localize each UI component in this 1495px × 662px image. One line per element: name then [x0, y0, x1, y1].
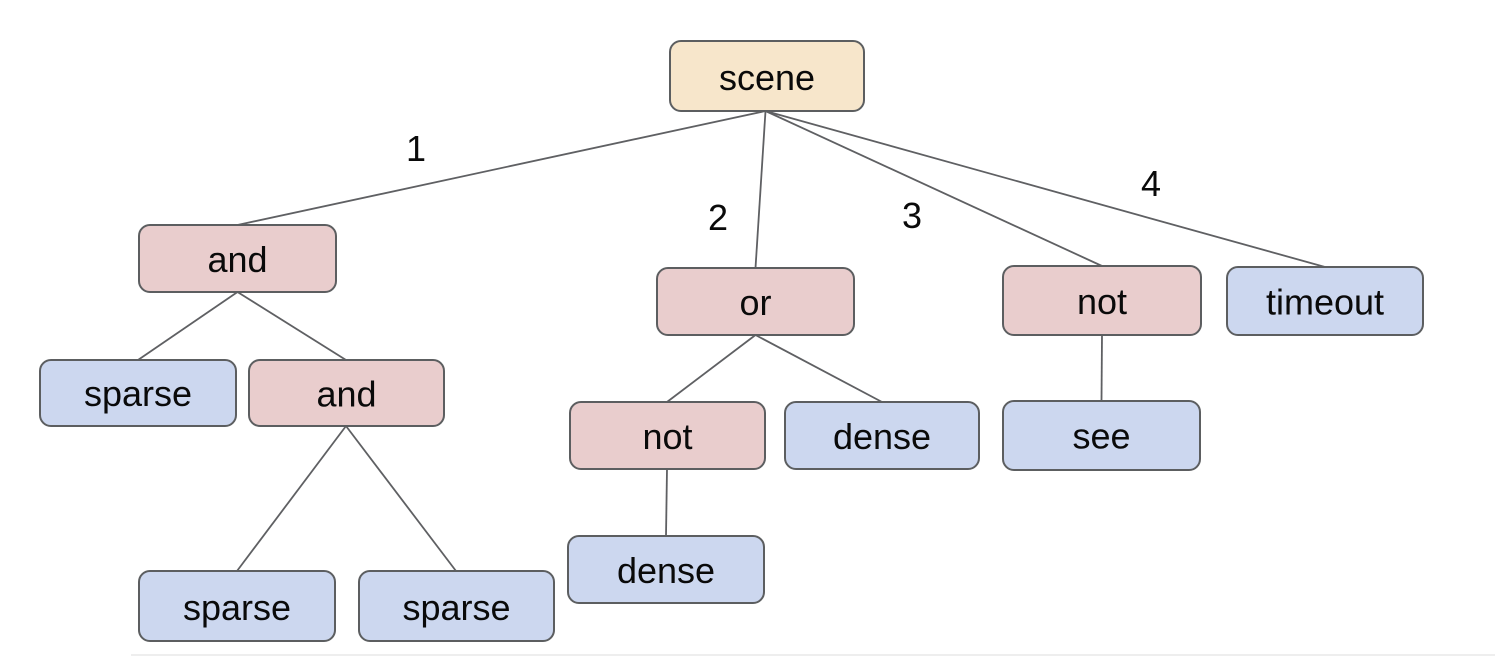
- svg-text:3: 3: [902, 195, 922, 236]
- svg-text:not: not: [642, 416, 692, 457]
- svg-text:2: 2: [708, 197, 728, 238]
- svg-text:sparse: sparse: [84, 373, 192, 414]
- svg-text:or: or: [739, 282, 771, 323]
- svg-text:1: 1: [406, 128, 426, 169]
- svg-text:4: 4: [1141, 163, 1161, 204]
- svg-text:not: not: [1077, 281, 1127, 322]
- svg-text:dense: dense: [833, 416, 931, 457]
- svg-text:timeout: timeout: [1266, 282, 1384, 323]
- svg-text:and: and: [207, 239, 267, 280]
- svg-text:sparse: sparse: [402, 587, 510, 628]
- svg-text:see: see: [1072, 416, 1130, 457]
- svg-text:sparse: sparse: [183, 587, 291, 628]
- svg-text:and: and: [316, 374, 376, 415]
- svg-text:scene: scene: [719, 57, 815, 98]
- svg-text:dense: dense: [617, 550, 715, 591]
